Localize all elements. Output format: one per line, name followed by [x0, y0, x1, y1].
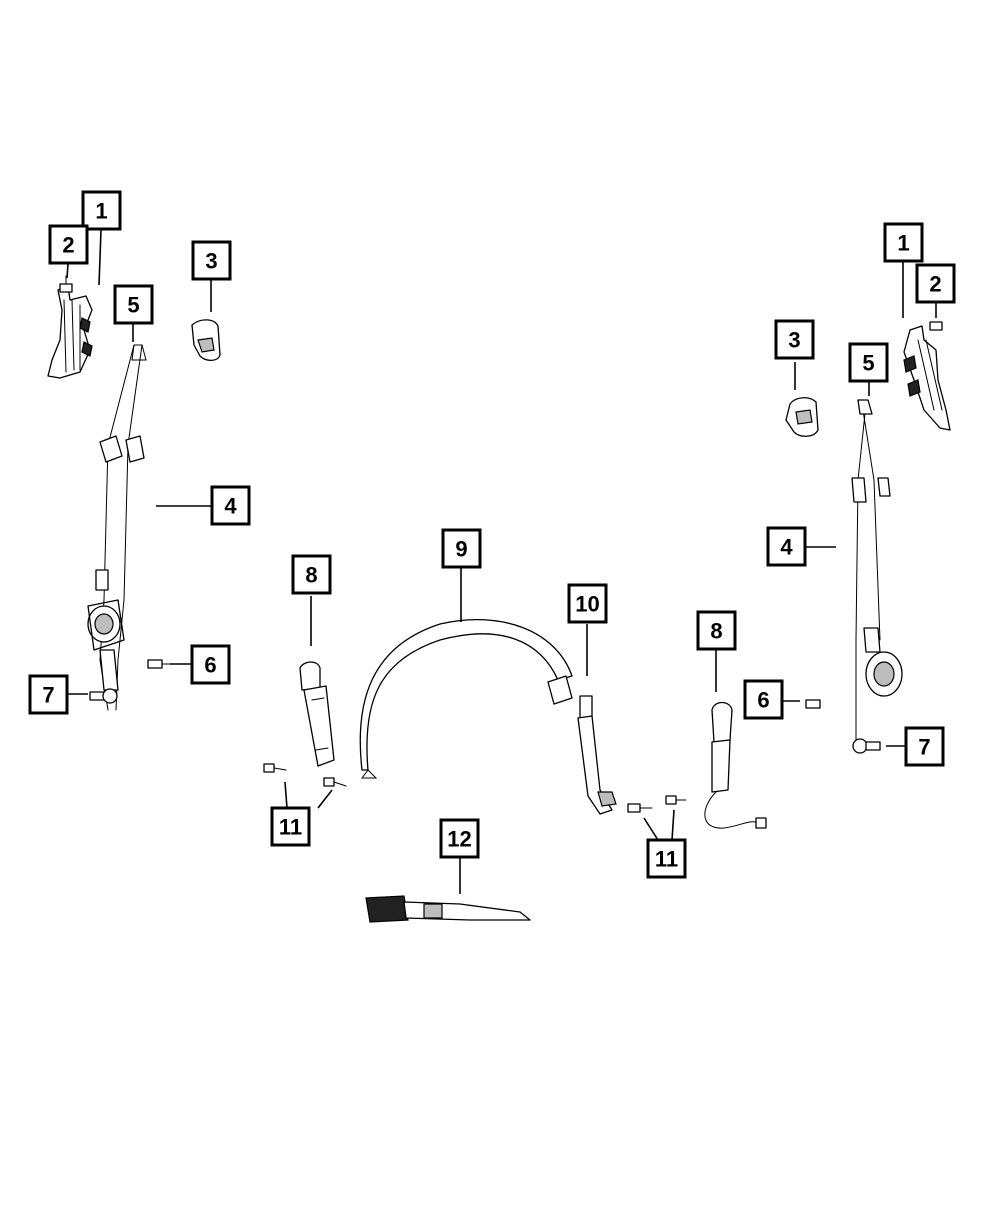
- callout-5-left: 5: [113, 284, 154, 325]
- callout-12: 12: [439, 818, 480, 859]
- callout-8-left: 8: [291, 554, 332, 595]
- callout-1-right: 1: [883, 222, 924, 263]
- callout-2-right: 2: [915, 263, 956, 304]
- right-height-adjuster: [903, 325, 951, 431]
- left-buckle-bolts: [263, 763, 347, 787]
- left-buckle-assembly: [299, 661, 335, 767]
- callout-label: 7: [918, 735, 930, 760]
- callout-11-right: 11: [646, 838, 687, 879]
- callout-label: 5: [127, 293, 139, 318]
- right-retractor-bolt: [805, 699, 821, 709]
- left-shoulder-belt-retractor: [87, 344, 147, 711]
- center-lap-belt: [359, 618, 573, 779]
- callout-11-left: 11: [270, 806, 311, 847]
- callout-label: 3: [788, 328, 800, 353]
- right-buckle-assembly: [704, 701, 767, 829]
- callout-label: 5: [862, 351, 874, 376]
- callout-5-right: 5: [848, 342, 889, 383]
- left-anchor-bolt: [89, 688, 118, 704]
- callout-label: 6: [204, 653, 216, 678]
- callout-label: 2: [929, 272, 941, 297]
- callout-label: 10: [575, 592, 599, 617]
- callout-label: 2: [62, 233, 74, 258]
- callout-6-right: 6: [743, 679, 784, 720]
- left-height-adjuster: [47, 285, 93, 379]
- callout-label: 1: [897, 231, 909, 256]
- callout-3-left: 3: [191, 240, 232, 281]
- callout-1-left: 1: [81, 190, 122, 231]
- callout-10: 10: [567, 583, 608, 624]
- callout-label: 11: [655, 847, 678, 872]
- callout-7-left: 7: [28, 674, 69, 715]
- callout-label: 6: [757, 688, 769, 713]
- left-adjuster-bolt: [59, 275, 73, 293]
- callout-label: 1: [95, 199, 107, 224]
- right-shoulder-belt-retractor: [851, 399, 903, 741]
- right-buckle-bolts: [627, 795, 687, 813]
- callout-label: 4: [224, 494, 237, 519]
- callout-label: 8: [305, 563, 317, 588]
- right-turning-loop-cover: [785, 397, 819, 437]
- callout-4-left: 4: [210, 485, 251, 526]
- callout-4-right: 4: [766, 526, 807, 567]
- center-seat-buckle: [365, 895, 531, 923]
- callout-3-right: 3: [774, 319, 815, 360]
- callout-label: 8: [710, 619, 722, 644]
- callout-2-left: 2: [48, 224, 89, 265]
- right-anchor-bolt: [852, 738, 881, 754]
- callout-6-left: 6: [190, 644, 231, 685]
- left-turning-loop-cover: [191, 319, 221, 362]
- callout-label: 7: [42, 683, 54, 708]
- callout-label: 4: [780, 535, 793, 560]
- callout-label: 9: [455, 537, 467, 562]
- callout-7-right: 7: [904, 726, 945, 767]
- left-retractor-bolt: [147, 659, 171, 669]
- callout-9: 9: [441, 528, 482, 569]
- callout-label: 11: [279, 815, 302, 840]
- leader-lines: [66, 229, 937, 894]
- right-adjuster-bolt: [929, 321, 943, 331]
- callout-label: 3: [205, 249, 217, 274]
- callout-8-right: 8: [696, 610, 737, 651]
- center-buckle: [577, 695, 617, 815]
- callout-label: 12: [447, 827, 471, 852]
